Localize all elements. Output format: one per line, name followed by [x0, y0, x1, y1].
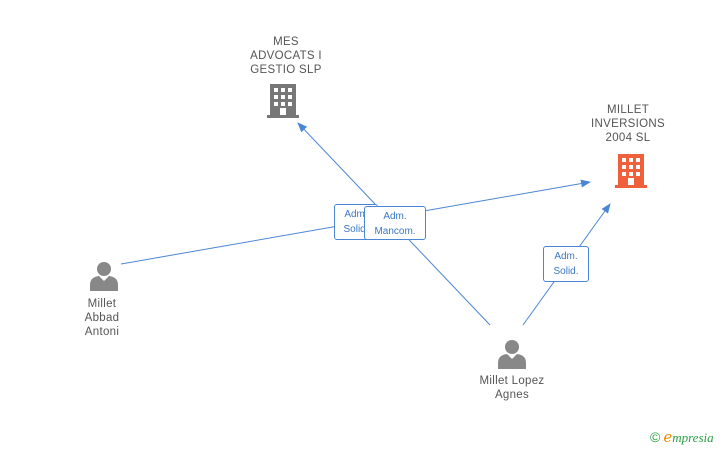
node-label-millet-lopez: Millet Lopez Agnes	[479, 375, 545, 401]
node-label-millet-inversions: MILLET INVERSIONS 2004 SL	[591, 104, 665, 144]
node-label-mes-advocats: MES ADVOCATS I GESTIO SLP	[250, 36, 322, 76]
brand-name: mpresia	[672, 430, 714, 445]
brand-watermark: ©empresia	[650, 428, 714, 446]
building-highlight-icon[interactable]	[615, 154, 647, 188]
person-icon[interactable]	[90, 261, 118, 291]
person-icon[interactable]	[498, 339, 526, 369]
brand-e: e	[663, 428, 673, 446]
building-icon[interactable]	[267, 84, 299, 118]
node-label-millet-abbad: Millet Abbad Antoni	[84, 298, 120, 338]
copyright-icon: ©	[650, 429, 661, 445]
edge-label-lopez-advocats: Adm. Mancom.	[364, 206, 426, 240]
edge-label-lopez-inversions: Adm. Solid.	[543, 246, 589, 282]
